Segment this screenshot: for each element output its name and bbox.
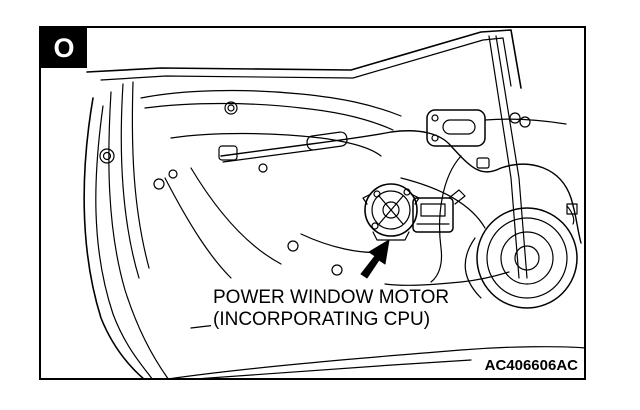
mounting-hole [258, 163, 268, 173]
latch-rod [484, 118, 567, 125]
window-channel-line [495, 35, 528, 279]
mounting-hole [331, 264, 343, 276]
speaker-ring [486, 217, 568, 299]
speaker-mount [464, 237, 482, 299]
harness-clip [306, 131, 348, 151]
arrow-up-right-icon [360, 239, 390, 279]
callout-leader [384, 271, 510, 286]
door-bottom-contour [199, 359, 472, 378]
door-panel-drawing [83, 29, 584, 378]
panel-ridge [170, 132, 382, 157]
panel-ridge [164, 177, 232, 279]
mounting-hole [99, 148, 115, 164]
door-outer-edge [83, 97, 144, 378]
mounting-hole [519, 116, 531, 128]
door-inner-edge [108, 91, 169, 378]
figure-id-label: AC406606AC [484, 357, 578, 374]
handle-rivet [431, 114, 439, 122]
inside-handle-slot [442, 119, 476, 135]
speaker-center [514, 245, 540, 271]
mounting-hole [509, 112, 521, 124]
callout-label-line2: (INCORPORATING CPU) [211, 309, 433, 330]
step-badge: O [41, 28, 87, 68]
mounting-hole [153, 178, 165, 190]
wiring-harness [430, 155, 462, 283]
door-edge-strip [120, 83, 140, 279]
harness-connector [566, 203, 578, 215]
door-bottom-contour [170, 346, 584, 378]
mounting-hole [224, 101, 238, 115]
door-edge-strip [131, 81, 150, 269]
panel-ridge [140, 89, 402, 117]
panel-ridge [300, 233, 382, 253]
door-outer-edge [95, 105, 153, 378]
window-frame-line [86, 29, 522, 89]
power-window-motor [362, 183, 466, 241]
mounting-hole [102, 151, 112, 161]
harness-connector [476, 157, 490, 169]
inside-handle-bracket [426, 109, 486, 147]
mounting-hole [227, 104, 235, 112]
panel-ridge [400, 177, 486, 229]
mounting-hole [287, 240, 299, 252]
callout-label-line1: POWER WINDOW MOTOR [211, 287, 452, 308]
wiring-lead [566, 205, 575, 225]
speaker-outer [476, 207, 578, 309]
speaker-cone [500, 231, 554, 285]
panel-ridge [190, 167, 282, 265]
wiring-harness [222, 149, 314, 163]
window-channel-line [488, 35, 520, 279]
window-frame-inner-line [100, 37, 512, 87]
harness-connector [218, 145, 238, 161]
diagram-frame: O [39, 26, 586, 380]
panel-ridge [144, 102, 394, 131]
handle-rivet [431, 134, 439, 142]
mounting-hole [168, 169, 178, 179]
